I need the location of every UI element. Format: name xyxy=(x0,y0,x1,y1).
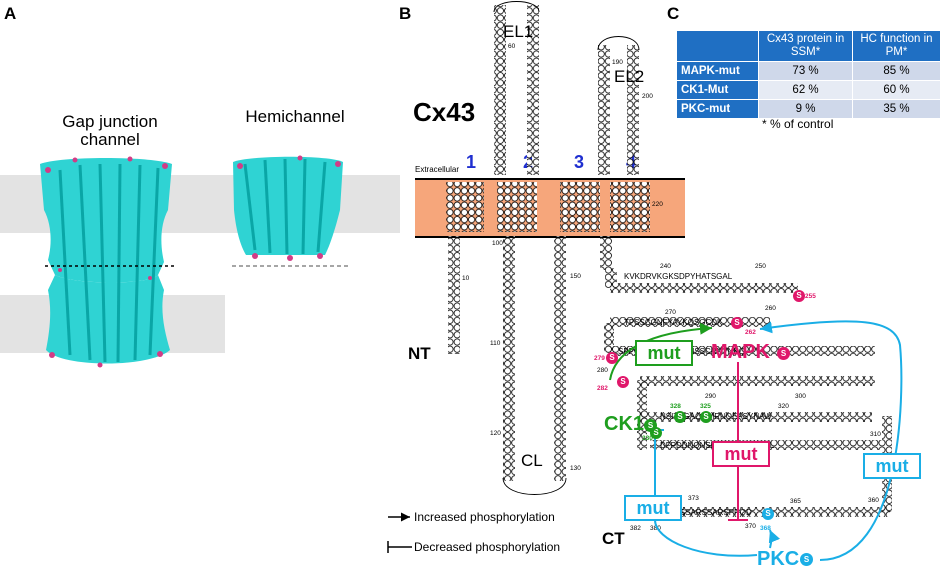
residue-number: 110 xyxy=(490,340,501,347)
cell-protein: 73 % xyxy=(758,61,853,81)
phospho-serine-255-icon: S xyxy=(793,290,805,302)
phospho-serine-328-icon: S xyxy=(674,411,686,423)
residue-number: 255 xyxy=(805,293,816,300)
table-header-cell: HC function in PM* xyxy=(851,30,941,62)
residue-number: 380 xyxy=(650,525,661,532)
residue-number: 260 xyxy=(765,305,776,312)
extracellular-label: Extracellular xyxy=(415,165,460,174)
loop-label-el1: EL1 xyxy=(503,22,533,41)
residue-number: 279 xyxy=(594,355,605,362)
row-label: CK1-Mut xyxy=(675,80,760,100)
channel-structures xyxy=(40,155,348,368)
table-footnote: * % of control xyxy=(762,117,834,131)
cell-protein: 9 % xyxy=(758,99,853,119)
phospho-serine-282-icon: S xyxy=(617,376,629,388)
mapk-mut-box: mut xyxy=(712,441,770,467)
tm-number-1: 1 xyxy=(466,152,477,172)
pkc-increase-arrow xyxy=(759,320,903,561)
pkc-label: PKC xyxy=(757,548,800,570)
residue-number: 330 xyxy=(642,435,653,442)
residue-number: 190 xyxy=(612,59,623,66)
table-header-row: Cx43 protein in SSM* HC function in PM* xyxy=(675,30,941,62)
cell-hc: 35 % xyxy=(851,99,941,119)
table-row: CK1-Mut 62 % 60 % xyxy=(675,80,941,100)
panel-label-c: C xyxy=(667,4,680,23)
residue-number: 120 xyxy=(490,430,501,437)
cell-hc: 85 % xyxy=(851,61,941,81)
gap-junction-channel-structure xyxy=(40,156,175,368)
gap-junction-title: Gap junction channel xyxy=(62,112,158,149)
residue-number: 300 xyxy=(795,393,806,400)
table-row: PKC-mut 9 % 35 % xyxy=(675,99,941,119)
residue-number: 368 xyxy=(760,525,771,532)
protein-name: Cx43 xyxy=(413,97,476,127)
n-terminus-label: NT xyxy=(408,344,431,363)
mapk-s-icon: S xyxy=(777,347,790,360)
pkc-decrease-line xyxy=(654,430,758,557)
table-row: MAPK-mut 73 % 85 % xyxy=(675,61,941,81)
residue-number: 10 xyxy=(462,275,470,282)
residue-number: 150 xyxy=(570,273,581,280)
residue-number: 250 xyxy=(755,263,766,270)
row-label: MAPK-mut xyxy=(675,61,760,81)
phospho-serine-325-icon: S xyxy=(700,411,712,423)
table-header-cell xyxy=(675,30,760,62)
pkc-mut-box-right: mut xyxy=(863,453,921,479)
residue-number: 282 xyxy=(597,385,608,392)
mapk-label: MAPK xyxy=(711,341,770,363)
pkc-mut-box-left: mut xyxy=(624,495,682,521)
phospho-serine-368-icon: S xyxy=(762,508,774,520)
ck1-label: CK1 xyxy=(604,413,645,435)
residue-number: 310 xyxy=(870,431,881,438)
residue-number: 240 xyxy=(660,263,671,270)
residue-number: 328 xyxy=(670,403,681,410)
residue-number: 270 xyxy=(665,309,676,316)
pkc-s368-arrow xyxy=(768,529,781,549)
residue-number: 365 xyxy=(790,498,801,505)
loop-label-el2: EL2 xyxy=(614,67,644,86)
residue-number: 373 xyxy=(688,495,699,502)
hemichannel-title: Hemichannel xyxy=(245,107,345,126)
seq-line-1: KVKDRVKGKSDPYHATSGAL xyxy=(624,272,733,281)
panel-label-a: A xyxy=(4,4,17,23)
residue-number: 370 xyxy=(745,523,756,530)
row-label: PKC-mut xyxy=(675,99,760,119)
residue-chain-upper xyxy=(446,1,650,495)
residue-number: 280 xyxy=(597,367,608,374)
panel-label-b: B xyxy=(399,4,412,23)
residue-number: 60 xyxy=(508,43,516,50)
c-terminus-label: CT xyxy=(602,529,625,548)
residue-number: 100 xyxy=(492,240,503,247)
residue-number: 130 xyxy=(570,465,581,472)
residue-number: 325 xyxy=(700,403,711,410)
seq-line-6: IELDDPRPRSSARSSARSPRQD xyxy=(634,508,752,517)
residue-number: 200 xyxy=(642,93,653,100)
seq-line-4: NSITSGAQGMRNQEASYNAW xyxy=(660,412,772,421)
residue-number: 382 xyxy=(630,525,641,532)
residue-number: 360 xyxy=(868,497,879,504)
table-header-cell: Cx43 protein in SSM* xyxy=(758,30,853,62)
legend-increased: Increased phosphorylation xyxy=(414,510,555,524)
mutation-effects-table: Cx43 protein in SSM* HC function in PM* … xyxy=(675,30,941,119)
hemichannel-structure xyxy=(232,155,348,267)
residue-number: 320 xyxy=(778,403,789,410)
pkc-s-icon: S xyxy=(800,553,813,566)
residue-number: 290 xyxy=(705,393,716,400)
residue-number: 220 xyxy=(652,201,663,208)
ck1-s-icon: S xyxy=(644,419,657,432)
ck1-mut-box: mut xyxy=(635,340,693,366)
tm-number-3: 3 xyxy=(574,152,585,172)
seq-line-2: TPSSCGNFYAYKQSGCDK xyxy=(624,318,723,327)
phospho-serine-262-icon: S xyxy=(731,317,743,329)
legend-decreased: Decreased phosphorylation xyxy=(414,540,560,554)
cell-protein: 62 % xyxy=(758,80,853,100)
cell-hc: 60 % xyxy=(851,80,941,100)
loop-label-cl: CL xyxy=(521,451,543,470)
residue-number: 262 xyxy=(745,329,756,336)
residue-numbers: 240 250 255 260 262 270 279 280 282 290 … xyxy=(462,43,881,532)
phospho-serine-279-icon: S xyxy=(606,352,618,364)
residue-chain-ct xyxy=(604,268,892,517)
